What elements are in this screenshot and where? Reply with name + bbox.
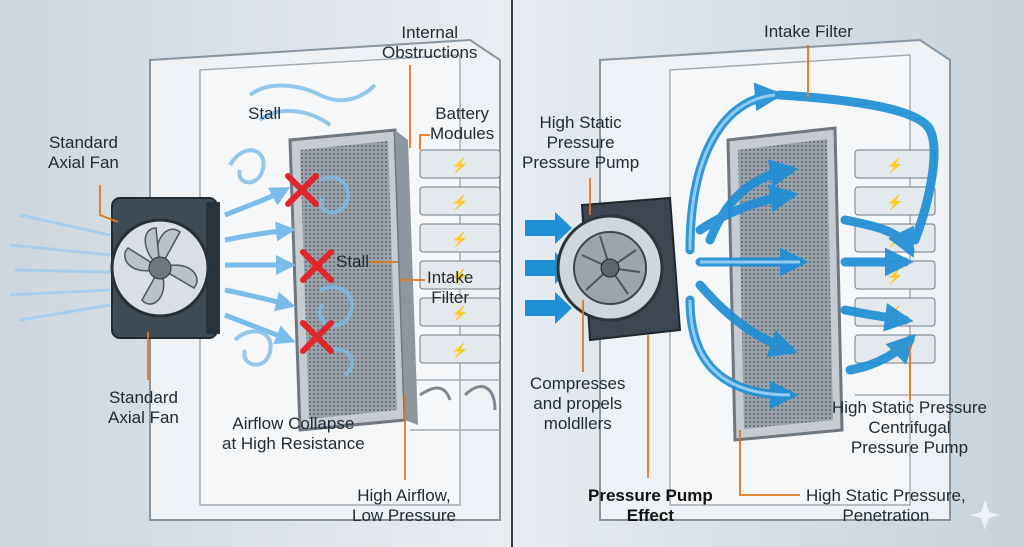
label-intake-filter-right: Intake Filter xyxy=(764,22,853,41)
left-airflow-arrows xyxy=(224,187,296,345)
stall-marks xyxy=(285,173,334,354)
left-callout-lines xyxy=(99,65,430,480)
left-intake-filter xyxy=(288,128,418,432)
axial-fan xyxy=(110,197,220,339)
svg-text:⚡: ⚡ xyxy=(451,342,468,359)
sparkle-watermark-icon xyxy=(970,500,1000,530)
svg-text:⚡: ⚡ xyxy=(886,194,903,211)
label-penetration: High Static Pressure,Penetration xyxy=(806,486,966,525)
svg-text:⚡: ⚡ xyxy=(451,157,468,174)
svg-text:⚡: ⚡ xyxy=(451,268,468,285)
svg-text:⚡: ⚡ xyxy=(451,231,468,248)
svg-text:⚡: ⚡ xyxy=(451,305,468,322)
svg-text:⚡: ⚡ xyxy=(451,194,468,211)
svg-text:⚡: ⚡ xyxy=(886,268,903,285)
left-return-arrows xyxy=(419,385,497,411)
left-inlet-streaks xyxy=(9,213,111,322)
right-callout-lines xyxy=(582,45,911,496)
label-stall-top: Stall xyxy=(248,104,282,123)
label-high-airflow: High Airflow,Low Pressure xyxy=(352,486,456,525)
centrifugal-pump xyxy=(556,196,682,342)
svg-text:⚡: ⚡ xyxy=(886,157,903,174)
right-airflow-highlights xyxy=(688,93,800,397)
left-battery-stack: ⚡ ⚡ ⚡ ⚡ ⚡ ⚡ xyxy=(419,149,501,364)
left-turbulence xyxy=(228,83,377,377)
label-stall-mid: Stall xyxy=(336,252,370,271)
